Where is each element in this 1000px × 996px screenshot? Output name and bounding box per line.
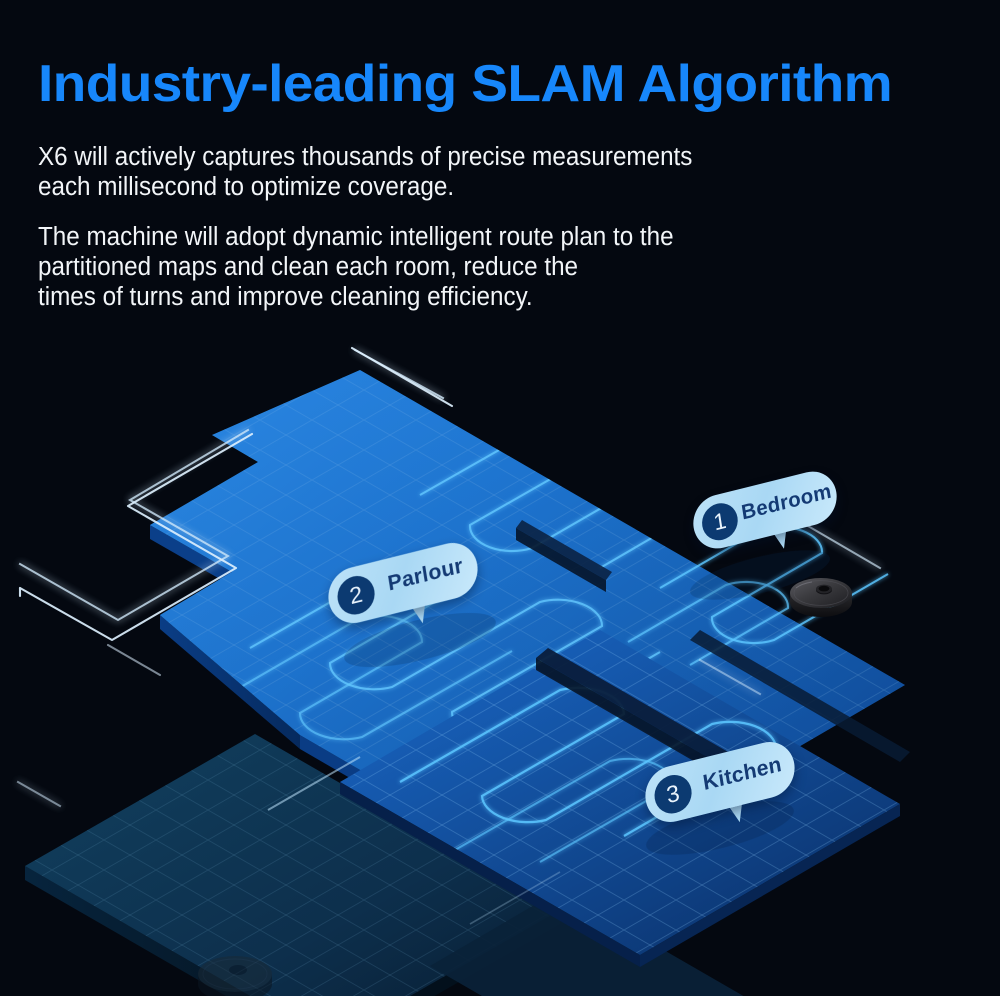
floor-map-svg xyxy=(16,346,910,996)
paragraph-2-line-2: partitioned maps and clean each room, re… xyxy=(38,253,579,281)
wall-segment-bedroom xyxy=(516,520,612,580)
description-paragraph-1: X6 will actively captures thousands of p… xyxy=(38,142,855,202)
lower-dark-plane-right xyxy=(430,890,744,996)
paragraph-2-line-3: times of turns and improve cleaning effi… xyxy=(38,283,533,311)
robot-vacuum-secondary-icon xyxy=(198,956,272,996)
paragraph-1-line-1: X6 will actively captures thousands of p… xyxy=(38,143,693,171)
page-title: Industry-leading SLAM Algorithm xyxy=(38,55,893,113)
wall-divider-kitchen-side xyxy=(536,658,730,782)
description-paragraph-2: The machine will adopt dynamic intellige… xyxy=(38,222,855,312)
bedroom-slab xyxy=(340,630,900,967)
robot-vacuum-secondary xyxy=(195,948,275,996)
robot-vacuum xyxy=(788,571,854,622)
bubble-floor-shadows xyxy=(344,550,830,855)
map-contour-outline-2 xyxy=(18,346,454,677)
wall-divider-kitchen xyxy=(536,648,742,770)
highlight-streaks xyxy=(267,756,561,925)
paragraph-2-line-1: The machine will adopt dynamic intellige… xyxy=(38,223,674,251)
wall-segment-right xyxy=(690,630,910,762)
paragraph-1-line-2: each millisecond to optimize coverage. xyxy=(38,173,455,201)
wall-segment-bedroom-side xyxy=(516,528,606,592)
isometric-floor-map xyxy=(0,330,1000,996)
robot-vacuum-icon xyxy=(790,578,852,617)
